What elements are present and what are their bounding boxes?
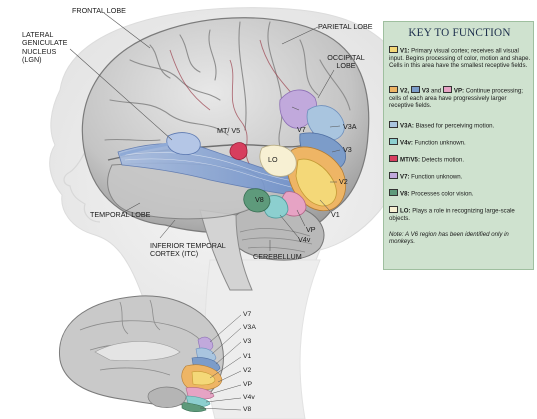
swatch-v8	[389, 189, 398, 196]
key-text-v3a: Biased for perceiving motion.	[414, 123, 494, 130]
label-v7-main: V7	[297, 126, 306, 134]
label-itc: INFERIOR TEMPORAL CORTEX (ITC)	[150, 242, 226, 259]
swatch-vp	[443, 86, 452, 93]
swatch-lo	[389, 206, 398, 213]
label-lgn: LATERAL GENICULATE NUCLEUS (LGN)	[22, 31, 67, 64]
key-tag-v2: V2,	[400, 88, 409, 95]
key-tag-v4v: V4v:	[400, 140, 413, 147]
key-text-v1: Primary visual cortex; receives all visu…	[389, 48, 530, 70]
label-lo: LO	[268, 156, 278, 164]
swatch-v4v	[389, 138, 398, 145]
swatch-v3	[411, 86, 420, 93]
label-v3-main: V3	[343, 146, 352, 154]
label-temporal-lobe: TEMPORAL LOBE	[90, 211, 150, 219]
small-label-v3a: V3A	[243, 324, 256, 332]
key-text-mt-v5: Detects motion.	[420, 157, 464, 164]
swatch-v3a	[389, 121, 398, 128]
label-vp-main: VP	[306, 226, 316, 234]
label-v4v-main: V4v	[298, 236, 310, 244]
small-label-v7: V7	[243, 311, 251, 319]
label-v2-main: V2	[339, 178, 348, 186]
label-v3a-main: V3A	[343, 123, 357, 131]
label-cerebellum: CEREBELLUM	[253, 253, 302, 261]
label-parietal-lobe: PARIETAL LOBE	[318, 23, 373, 31]
key-entry-lo: LO: Plays a role in recognizing large-sc…	[389, 206, 532, 222]
swatch-v1	[389, 46, 398, 53]
key-panel: KEY TO FUNCTION V1: Primary visual corte…	[383, 21, 534, 270]
key-entry-v2-v3-vp: V2, V3 and VP: Continue processing; cell…	[389, 86, 532, 110]
key-note: Note: A V6 region has been identified on…	[389, 231, 532, 246]
neck-silhouette	[205, 260, 320, 419]
key-entry-v4v: V4v: Function unknown.	[389, 138, 532, 147]
key-entry-v1: V1: Primary visual cortex; receives all …	[389, 46, 532, 70]
small-label-v8: V8	[243, 406, 251, 414]
label-v1-main: V1	[331, 211, 340, 219]
key-text-v8: Processes color vision.	[409, 191, 473, 198]
small-label-vp: VP	[243, 381, 252, 389]
swatch-v2	[389, 86, 398, 93]
key-title: KEY TO FUNCTION	[384, 27, 535, 39]
small-label-v1: V1	[243, 353, 251, 361]
swatch-mt-v5	[389, 155, 398, 162]
key-tag-vp: VP:	[454, 88, 464, 95]
key-text-v7: Function unknown.	[409, 174, 462, 181]
key-text-v4v: Function unknown.	[413, 140, 466, 147]
label-frontal-lobe: FRONTAL LOBE	[72, 7, 126, 15]
label-v8-main: V8	[255, 196, 264, 204]
key-and: and	[429, 88, 443, 95]
key-tag-v3a: V3A:	[400, 123, 414, 130]
key-entry-v7: V7: Function unknown.	[389, 172, 532, 181]
label-occipital-lobe: OCCIPITAL LOBE	[326, 54, 366, 71]
small-label-v2: V2	[243, 367, 251, 375]
key-tag-mt-v5: MT/V5:	[400, 157, 420, 164]
key-entry-mt-v5: MT/V5: Detects motion.	[389, 155, 532, 164]
area-mt-v5-region	[230, 143, 247, 160]
key-tag-lo: LO:	[400, 208, 411, 215]
label-mt-v5: MT/ V5	[217, 127, 240, 135]
small-label-v4v: V4v	[243, 394, 255, 402]
swatch-v7	[389, 172, 398, 179]
small-cerebellum	[148, 387, 186, 407]
key-entry-v3a: V3A: Biased for perceiving motion.	[389, 121, 532, 130]
key-entry-v8: V8: Processes color vision.	[389, 189, 532, 198]
small-label-v3: V3	[243, 338, 251, 346]
